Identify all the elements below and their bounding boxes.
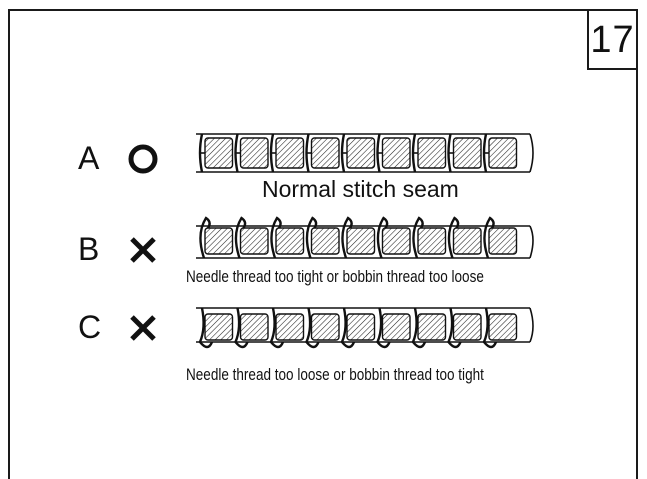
fabric-block bbox=[275, 227, 305, 255]
caption-loose: Needle thread too loose or bobbin thread… bbox=[186, 366, 484, 384]
row-a-letter: A bbox=[78, 140, 100, 176]
fabric-block bbox=[346, 227, 376, 255]
fabric-block bbox=[452, 313, 482, 341]
page-frame bbox=[8, 9, 638, 479]
fabric-block bbox=[239, 313, 269, 341]
fabric-block bbox=[417, 227, 447, 255]
caption-normal: Normal stitch seam bbox=[262, 176, 459, 202]
thread-loop bbox=[376, 216, 389, 259]
page-number: 17 bbox=[587, 9, 638, 70]
fabric-block bbox=[239, 227, 269, 255]
thread-loop bbox=[199, 216, 211, 259]
thread-loop bbox=[447, 216, 460, 259]
fabric-block bbox=[239, 137, 269, 169]
fabric-block bbox=[310, 137, 340, 169]
normal-stitch-seam-diagram bbox=[196, 133, 534, 173]
thread-loop bbox=[447, 307, 462, 349]
fabric-block bbox=[310, 227, 340, 255]
fabric-block bbox=[417, 313, 447, 341]
thread-loop bbox=[483, 216, 495, 259]
fabric-block bbox=[204, 137, 234, 169]
fabric-block bbox=[381, 227, 411, 255]
fabric-block bbox=[488, 227, 518, 255]
thread-loop bbox=[198, 307, 214, 349]
fabric-block bbox=[488, 137, 518, 169]
circle-o-icon bbox=[128, 144, 158, 174]
thread-loop bbox=[234, 133, 239, 173]
thread-loop bbox=[376, 307, 391, 349]
thread-loop bbox=[411, 307, 427, 349]
thread-loop bbox=[482, 307, 498, 349]
thread-loop bbox=[482, 133, 488, 173]
thread-loop bbox=[269, 133, 275, 173]
cross-x-icon bbox=[130, 237, 156, 263]
thread-loop bbox=[412, 216, 424, 259]
thread-loop bbox=[447, 133, 452, 173]
caption-tight: Needle thread too tight or bobbin thread… bbox=[186, 268, 484, 286]
fabric-block bbox=[381, 137, 411, 169]
fabric-block bbox=[346, 313, 376, 341]
thread-loop bbox=[411, 133, 417, 173]
thread-loop bbox=[270, 216, 282, 259]
fabric-block bbox=[310, 313, 340, 341]
fabric-block bbox=[204, 227, 234, 255]
cross-x-icon bbox=[130, 315, 156, 341]
thread-loop bbox=[305, 133, 310, 173]
fabric-block bbox=[275, 137, 305, 169]
fabric-block bbox=[452, 227, 482, 255]
thread-loop bbox=[340, 307, 356, 349]
tight-needle-seam-diagram bbox=[196, 216, 534, 259]
thread-loop bbox=[340, 133, 346, 173]
thread-loop bbox=[234, 216, 247, 259]
thread-loop bbox=[198, 133, 204, 173]
thread-loop bbox=[341, 216, 353, 259]
fabric-block bbox=[275, 313, 305, 341]
row-b-letter: B bbox=[78, 231, 100, 267]
thread-loop bbox=[234, 307, 249, 349]
thread-loop bbox=[376, 133, 381, 173]
loose-needle-seam-diagram bbox=[196, 307, 534, 349]
thread-loop bbox=[305, 216, 318, 259]
fabric-block bbox=[204, 313, 234, 341]
thread-loop bbox=[305, 307, 320, 349]
row-c-letter: C bbox=[78, 309, 102, 345]
thread-loop bbox=[269, 307, 285, 349]
fabric-block bbox=[381, 313, 411, 341]
fabric-block bbox=[488, 313, 518, 341]
fabric-block bbox=[417, 137, 447, 169]
fabric-block bbox=[346, 137, 376, 169]
fabric-block bbox=[452, 137, 482, 169]
